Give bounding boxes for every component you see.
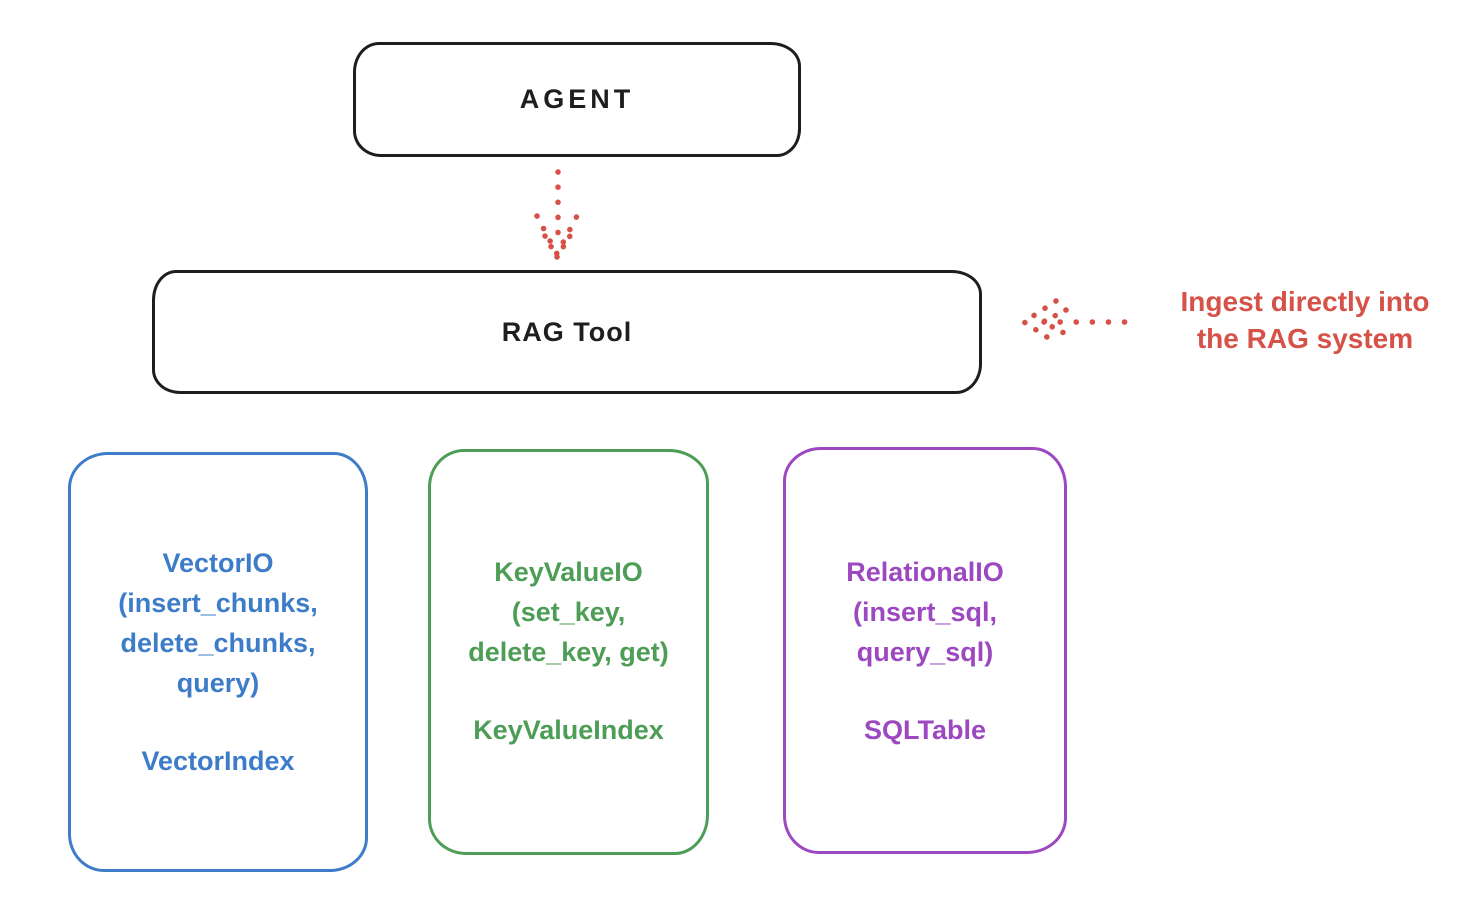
ingest-annotation-line1: Ingest directly into — [1180, 286, 1430, 317]
ingest-annotation-line2: the RAG system — [1196, 323, 1414, 354]
vector-index-label: VectorIndex — [141, 746, 295, 776]
annotation-to-ragtool-arrow-icon — [1018, 298, 1133, 346]
sql-table-label: SQLTable — [863, 715, 986, 745]
relational-io-line: (insert_sql, — [852, 597, 998, 627]
vector-io-line: delete_chunks, — [120, 628, 316, 658]
agent-box-label: AGENT — [519, 84, 635, 114]
rag-tool-box-label: RAG Tool — [501, 316, 633, 347]
keyvalue-io-line: (set_key, — [511, 597, 626, 627]
vector-io-line: VectorIO — [162, 548, 274, 578]
vector-io-box: VectorIO (insert_chunks, delete_chunks, … — [68, 452, 368, 872]
keyvalue-io-box: KeyValueIO (set_key, delete_key, get) Ke… — [428, 449, 709, 855]
keyvalue-io-line: KeyValueIO — [494, 557, 643, 587]
vector-io-line: (insert_chunks, — [118, 588, 318, 618]
keyvalue-index-label: KeyValueIndex — [473, 715, 664, 745]
rag-tool-box: RAG Tool — [152, 270, 982, 394]
relational-io-line: query_sql) — [856, 637, 994, 667]
relational-io-line: RelationalIO — [846, 557, 1004, 587]
vector-io-line: query) — [176, 668, 260, 698]
agent-to-ragtool-arrow-icon — [534, 169, 580, 263]
ingest-annotation: Ingest directly into the RAG system — [1140, 283, 1470, 357]
relational-io-box: RelationalIO (insert_sql, query_sql) SQL… — [783, 447, 1067, 854]
agent-box: AGENT — [353, 42, 801, 157]
keyvalue-io-line: delete_key, get) — [468, 637, 669, 667]
